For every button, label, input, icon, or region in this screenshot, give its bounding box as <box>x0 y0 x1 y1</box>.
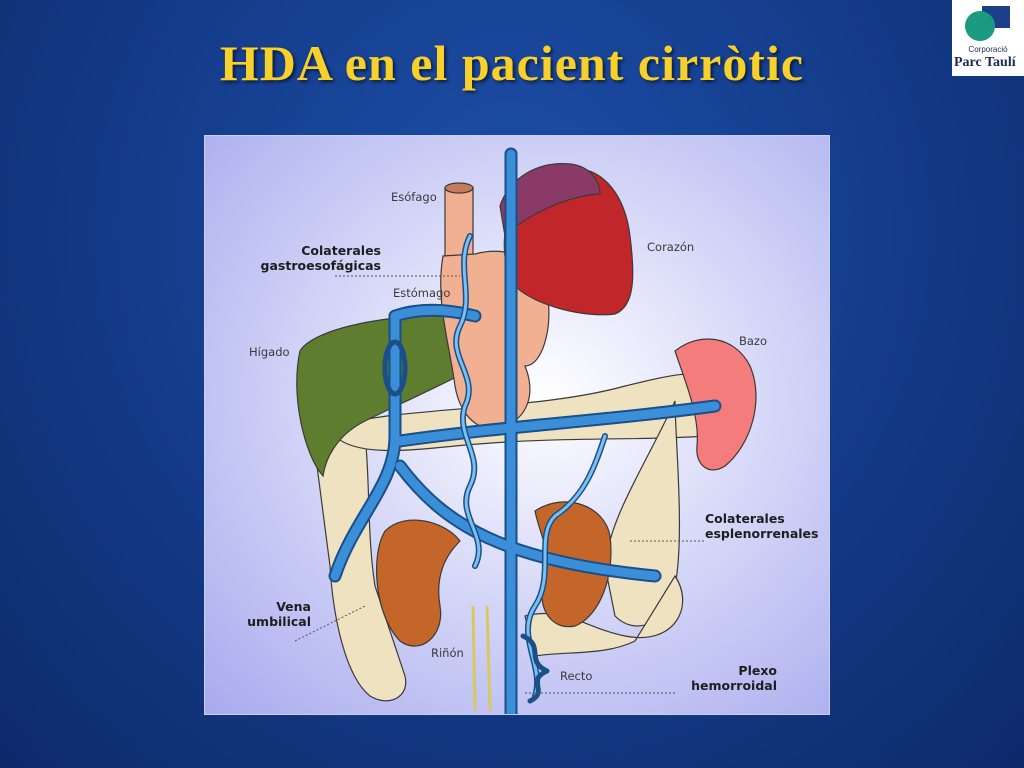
label-vena-umbilical-1: Vena <box>276 599 311 614</box>
portal-hypertension-diagram: Esófago Colaterales gastroesofágicas Est… <box>204 135 830 715</box>
corporate-logo: Corporació Parc Taulí <box>952 0 1024 76</box>
heart-atrium <box>499 163 601 238</box>
slide-title: HDA en el pacient cirròtic <box>219 35 805 91</box>
label-vena-umbilical-2: umbilical <box>247 614 311 629</box>
label-colaterales-gastro-1: Colaterales <box>301 243 381 258</box>
label-corazon: Corazón <box>647 240 695 254</box>
logo-mark-icon <box>965 6 1010 41</box>
logo-line2: Parc Taulí <box>954 55 1016 70</box>
label-colaterales-espleno-2: esplenorrenales <box>705 526 819 541</box>
label-estomago: Estómago <box>393 286 451 300</box>
label-higado: Hígado <box>249 345 290 359</box>
logo-line1: Corporació <box>968 45 1008 54</box>
hemorrhoidal-plexus <box>520 633 550 704</box>
label-bazo: Bazo <box>739 334 768 348</box>
label-plexo-2: hemorroidal <box>691 678 777 693</box>
label-recto: Recto <box>560 669 593 683</box>
kidney-left <box>376 519 461 647</box>
umbilical-vein-loop <box>382 339 408 397</box>
label-plexo-1: Plexo <box>738 663 777 678</box>
anatomy-illustration <box>294 147 757 714</box>
label-colaterales-espleno-1: Colaterales <box>705 511 785 526</box>
label-esofago: Esófago <box>391 190 437 204</box>
label-colaterales-gastro-2: gastroesofágicas <box>260 258 381 273</box>
label-rinon: Riñón <box>431 646 464 660</box>
